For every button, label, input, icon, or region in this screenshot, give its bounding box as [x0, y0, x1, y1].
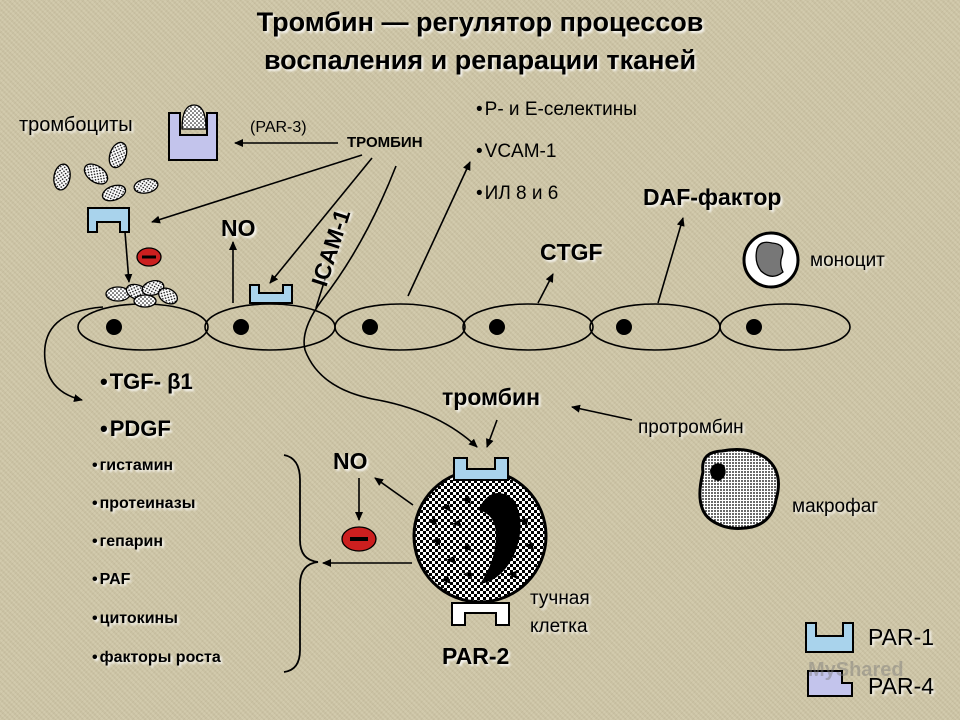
arrow-thrombin-platelet	[151, 154, 363, 224]
arrow-thrombin-endothelium	[269, 157, 373, 284]
label-par2: PAR-2	[442, 643, 510, 669]
label-thrombin-mid: тромбин	[442, 384, 541, 410]
watermark: MyShared	[808, 659, 904, 681]
mast-cell-body	[412, 468, 548, 604]
endothelial-cell	[719, 303, 851, 351]
endothelium	[77, 303, 851, 351]
endothelial-cell	[462, 303, 594, 351]
par-receptor-bottom	[451, 602, 510, 626]
arrow-ctgf	[537, 273, 554, 304]
endothelial-cell	[589, 303, 721, 351]
endothelial-cell	[334, 303, 466, 351]
nucleus	[489, 319, 505, 335]
platelet	[108, 141, 128, 169]
mast-cell	[412, 457, 548, 626]
mediator-item: гепарин	[92, 534, 163, 550]
label-par3: (PAR-3)	[250, 119, 307, 136]
slide-title-line2: воспаления и репарации тканей	[263, 45, 697, 75]
nucleus	[746, 319, 762, 335]
label-monocyte: моноцит	[810, 250, 885, 271]
thrombin-bound-icon	[181, 104, 207, 130]
nucleus	[616, 319, 632, 335]
minus-sign	[142, 255, 156, 259]
platelet	[101, 184, 127, 202]
arrow-selectins	[407, 161, 471, 297]
mediator-item: цитокины	[92, 611, 178, 627]
label-daf: DAF-фактор	[643, 184, 782, 210]
label-thrombin-top: ТРОМБИН	[347, 134, 423, 151]
label-mast-cell-line2: клетка	[530, 616, 588, 637]
platelet	[83, 163, 109, 185]
macrophage	[698, 448, 780, 530]
label-ctgf: CTGF	[540, 239, 603, 265]
arrow-thrombin-mast-cell	[303, 165, 478, 448]
selectin-item: VCAM-1	[476, 142, 557, 161]
mediator-item: факторы роста	[92, 650, 221, 666]
par1-receptor-endothelium	[249, 284, 293, 304]
platelet	[133, 294, 157, 308]
selectin-item: Р- и Е-селектины	[476, 100, 637, 119]
growth-factor-item: PDGF	[100, 418, 171, 440]
arrow-mast-no	[374, 477, 414, 506]
mast-cell-nucleus	[478, 492, 521, 584]
slide-title-line1: Тромбин — регулятор процессов	[256, 7, 704, 37]
legend-par4-icon	[807, 670, 853, 697]
growth-factor-item: TGF- β1	[100, 371, 193, 393]
arrow-platelet-aggregate	[124, 231, 133, 283]
arrow-thrombin-par2	[486, 419, 498, 448]
minus-sign	[350, 537, 368, 541]
legend-par1-label: PAR-1	[868, 624, 935, 650]
nucleus	[362, 319, 378, 335]
arrow-prothrombin	[571, 404, 633, 421]
par3-receptor	[168, 112, 218, 161]
icam-pointer-line	[315, 278, 326, 309]
legend-par1-icon	[805, 622, 854, 653]
mediator-item: PAF	[92, 572, 131, 588]
par2-receptor	[453, 457, 509, 481]
platelets	[53, 141, 178, 308]
label-macrophage: макрофаг	[792, 496, 879, 517]
platelet	[158, 287, 178, 305]
label-platelets: тромбоциты	[19, 114, 133, 136]
label-prothrombin: протромбин	[638, 417, 744, 438]
macrophage-nucleus	[710, 463, 726, 481]
legend-par4-label: PAR-4	[868, 673, 935, 699]
platelet	[53, 163, 71, 191]
arrow-growth-factors	[43, 306, 104, 403]
nucleus	[106, 319, 122, 335]
mediator-item: протеиназы	[92, 496, 196, 512]
mediator-item: гистамин	[92, 458, 173, 474]
endothelial-cell	[77, 303, 209, 351]
selectin-item: ИЛ 8 и 6	[476, 184, 559, 203]
arrow-daf	[657, 217, 685, 304]
monocyte-nucleus	[755, 241, 784, 277]
mast-cell-granules	[428, 496, 534, 584]
nucleus	[233, 319, 249, 335]
par1-receptor-platelet	[87, 207, 130, 233]
arrows	[43, 139, 685, 567]
label-no-top: NO	[221, 215, 256, 241]
platelet	[133, 178, 159, 194]
label-mast-cell-line1: тучная	[530, 588, 590, 609]
label-no-mid: NO	[333, 448, 368, 474]
mediators-brace	[283, 454, 319, 673]
